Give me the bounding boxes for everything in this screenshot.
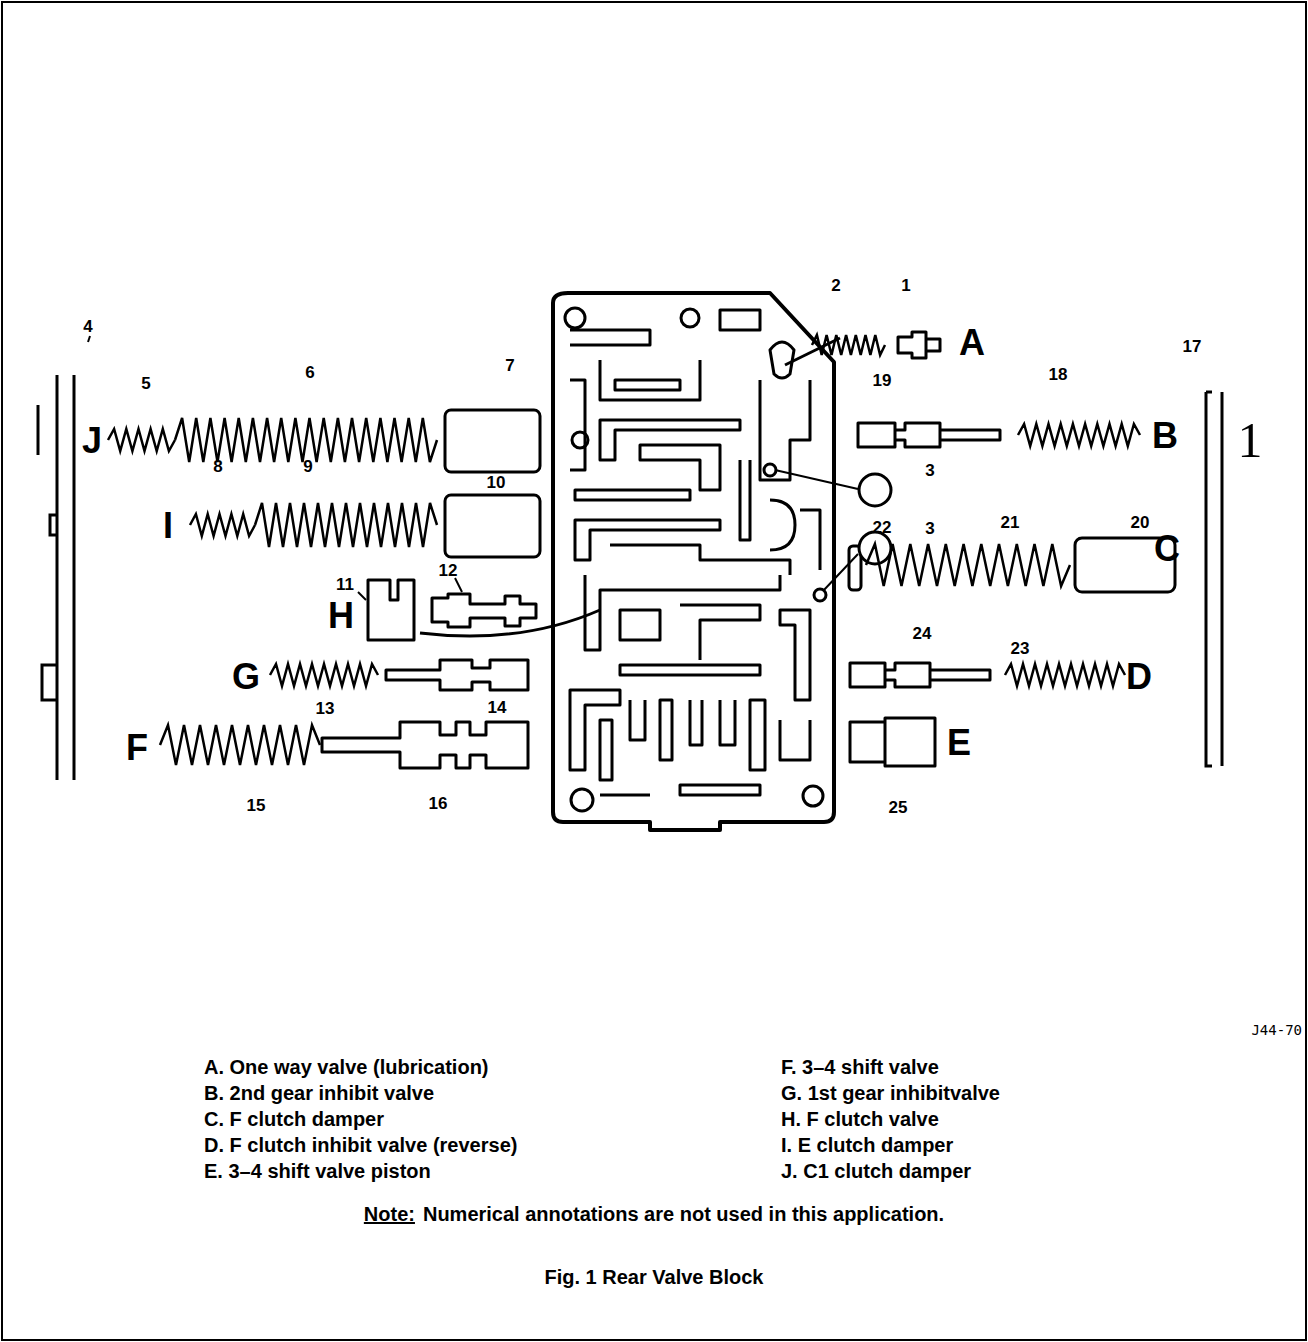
callout-number: 11 [336, 576, 354, 593]
part-letter: I [163, 508, 173, 544]
coil-spring [1018, 424, 1140, 446]
bracket-number: 1 [1238, 415, 1263, 465]
part-letter: G [232, 659, 260, 695]
callout-number: 6 [305, 364, 314, 381]
callout-number: 7 [505, 357, 514, 374]
coil-spring [255, 503, 437, 547]
coil-spring [175, 418, 437, 462]
note-text: Numerical annotations are not used in th… [423, 1203, 944, 1225]
figure-caption: Fig. 1 Rear Valve Block [545, 1266, 764, 1288]
part-letter: D [1126, 659, 1152, 695]
valve-block [553, 293, 834, 830]
part-letter: H [328, 598, 354, 634]
callout-number: 23 [1011, 640, 1030, 657]
callout-number: 20 [1131, 514, 1150, 531]
callout-number: 5 [141, 375, 150, 392]
coil-spring [270, 664, 378, 686]
callout-number: 18 [1049, 366, 1068, 383]
callout-number: 4 [83, 318, 92, 335]
caption-holder: Fig. 1 Rear Valve Block [0, 1266, 1308, 1289]
legend-line: B. 2nd gear inhibit valve [204, 1083, 434, 1103]
callout-number: 8 [213, 458, 222, 475]
coil-spring [812, 335, 885, 355]
callout-number: 24 [913, 625, 932, 642]
legend-line: F. 3–4 shift valve [781, 1057, 939, 1077]
part-letter: C [1154, 531, 1180, 567]
leader-lines [88, 336, 858, 636]
callout-number: 17 [1183, 338, 1202, 355]
callout-number: 16 [429, 795, 448, 812]
note-line: Note: Numerical annotations are not used … [0, 1203, 1308, 1226]
legend-line: H. F clutch valve [781, 1109, 939, 1129]
brackets [38, 375, 1222, 780]
note-heading: Note: [364, 1203, 415, 1225]
springs [108, 335, 1140, 765]
callout-number: 22 [873, 519, 892, 536]
callout-number: 2 [831, 277, 840, 294]
legend-line: A. One way valve (lubrication) [204, 1057, 489, 1077]
legend-line: I. E clutch damper [781, 1135, 953, 1155]
callout-number: 15 [247, 797, 266, 814]
callout-number: 1 [901, 277, 910, 294]
callout-number: 21 [1001, 514, 1020, 531]
callout-number: 25 [889, 799, 908, 816]
coil-spring [1005, 664, 1125, 686]
callout-number: 14 [488, 699, 507, 716]
legend-line: C. F clutch damper [204, 1109, 384, 1129]
legend-line: D. F clutch inhibit valve (reverse) [204, 1135, 517, 1155]
part-letter: J [82, 423, 102, 459]
part-letter: E [947, 725, 971, 761]
part-letter: F [126, 730, 148, 766]
callout-number: 10 [487, 474, 506, 491]
part-letter: A [959, 325, 985, 361]
coil-spring [160, 725, 320, 765]
coil-spring [190, 514, 255, 536]
part-letter: B [1152, 418, 1178, 454]
legend-line: G. 1st gear inhibitvalve [781, 1083, 1000, 1103]
valve-parts [322, 332, 1175, 768]
legend-line: E. 3–4 shift valve piston [204, 1161, 431, 1181]
coil-spring [108, 429, 175, 451]
callout-number: 19 [873, 372, 892, 389]
callout-number: 9 [303, 458, 312, 475]
callout-number: 3 [925, 520, 934, 537]
callout-number: 3 [925, 462, 934, 479]
callout-number: 12 [439, 562, 458, 579]
callout-number: 13 [316, 700, 335, 717]
coil-spring [866, 544, 1070, 586]
legend-line: J. C1 clutch damper [781, 1161, 971, 1181]
figure-code: J44-70 [1251, 1023, 1302, 1037]
